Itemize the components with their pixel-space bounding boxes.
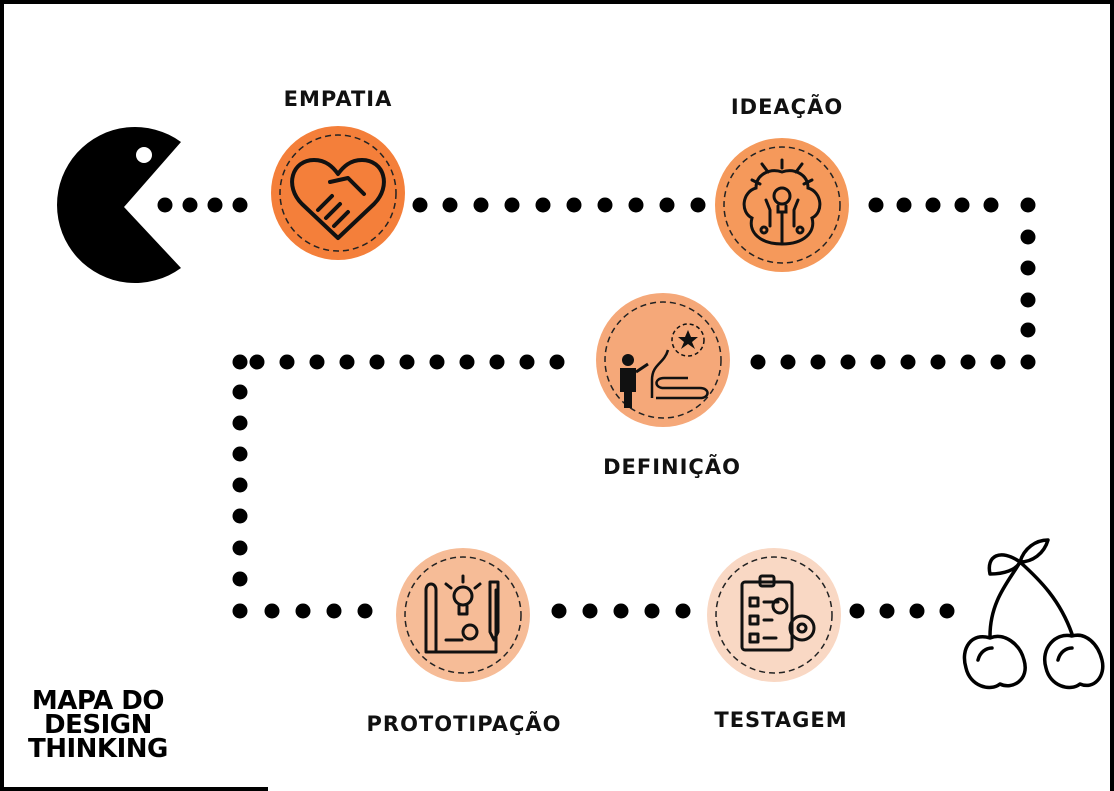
path-dot	[232, 415, 248, 431]
step-empatia-circle	[271, 126, 405, 260]
path-dot	[1020, 354, 1036, 370]
path-dot	[909, 603, 925, 619]
handshake-heart-icon	[290, 158, 386, 240]
blueprint-idea-icon	[424, 574, 500, 654]
path-dot	[868, 197, 884, 213]
path-dot	[849, 603, 865, 619]
path-dot	[232, 477, 248, 493]
path-dot	[750, 354, 766, 370]
cherries-icon	[962, 538, 1105, 690]
path-dot	[519, 354, 535, 370]
path-dot	[896, 197, 912, 213]
path-dot	[925, 197, 941, 213]
title-line-3: THINKING	[28, 734, 168, 764]
path-dot	[264, 603, 280, 619]
path-dot	[535, 197, 551, 213]
path-dot	[232, 354, 248, 370]
path-dot	[954, 197, 970, 213]
step-label-testagem: TESTAGEM	[714, 708, 848, 732]
path-dot	[1020, 322, 1036, 338]
page-title: MAPA DO DESIGN THINKING	[28, 686, 168, 764]
path-dot	[459, 354, 475, 370]
frame-bottom-edge	[0, 787, 268, 791]
path-dot	[780, 354, 796, 370]
path-dot	[551, 603, 567, 619]
path-dot	[597, 197, 613, 213]
path-dot	[232, 446, 248, 462]
step-label-empatia: EMPATIA	[283, 87, 393, 111]
path-dot	[339, 354, 355, 370]
path-dot	[207, 197, 223, 213]
path-dot	[1020, 292, 1036, 308]
path-dot	[249, 354, 265, 370]
step-label-definicao: DEFINIÇÃO	[603, 455, 741, 479]
checklist-gears-icon	[740, 574, 816, 652]
path-dot	[840, 354, 856, 370]
path-dot	[399, 354, 415, 370]
path-dot	[628, 197, 644, 213]
path-dot	[369, 354, 385, 370]
path-dot	[582, 603, 598, 619]
path-dot	[357, 603, 373, 619]
path-dot	[232, 603, 248, 619]
step-testagem-circle	[707, 548, 841, 682]
path-dot	[1020, 197, 1036, 213]
path-dot	[870, 354, 886, 370]
path-dot	[429, 354, 445, 370]
path-dot	[983, 197, 999, 213]
title-line-2: DESIGN	[44, 710, 152, 740]
path-dot	[1020, 260, 1036, 276]
person-path-star-icon	[620, 323, 709, 408]
path-dot	[879, 603, 895, 619]
step-ideacao-circle	[715, 138, 849, 272]
path-dot	[232, 508, 248, 524]
path-dot	[295, 603, 311, 619]
path-dot	[232, 197, 248, 213]
path-dot	[613, 603, 629, 619]
path-dot	[326, 603, 342, 619]
path-dot	[810, 354, 826, 370]
path-dot	[157, 197, 173, 213]
path-dot	[412, 197, 428, 213]
step-prototipacao-circle	[396, 548, 530, 682]
path-dot	[489, 354, 505, 370]
brain-lightbulb-icon	[742, 158, 822, 246]
title-line-1: MAPA DO	[31, 686, 165, 716]
path-dot	[549, 354, 565, 370]
pacman-icon	[57, 127, 181, 284]
path-dot	[659, 197, 675, 213]
path-dot	[939, 603, 955, 619]
path-dot	[232, 540, 248, 556]
path-dot	[990, 354, 1006, 370]
path-dot	[473, 197, 489, 213]
path-dot	[182, 197, 198, 213]
step-definicao-circle	[596, 293, 730, 427]
path-dot	[566, 197, 582, 213]
path-dot	[644, 603, 660, 619]
path-dot	[1020, 229, 1036, 245]
path-dot	[309, 354, 325, 370]
step-label-prototipacao: PROTOTIPAÇÃO	[366, 712, 562, 736]
frame-right-edge	[1110, 0, 1114, 791]
path-dot	[232, 384, 248, 400]
path-dot	[900, 354, 916, 370]
path-dot	[504, 197, 520, 213]
dotted-path	[157, 197, 1036, 619]
path-dot	[675, 603, 691, 619]
path-dot	[690, 197, 706, 213]
step-label-ideacao: IDEAÇÃO	[730, 95, 844, 119]
path-dot	[232, 571, 248, 587]
path-dot	[960, 354, 976, 370]
path-dot	[442, 197, 458, 213]
path-dot	[930, 354, 946, 370]
path-dot	[279, 354, 295, 370]
